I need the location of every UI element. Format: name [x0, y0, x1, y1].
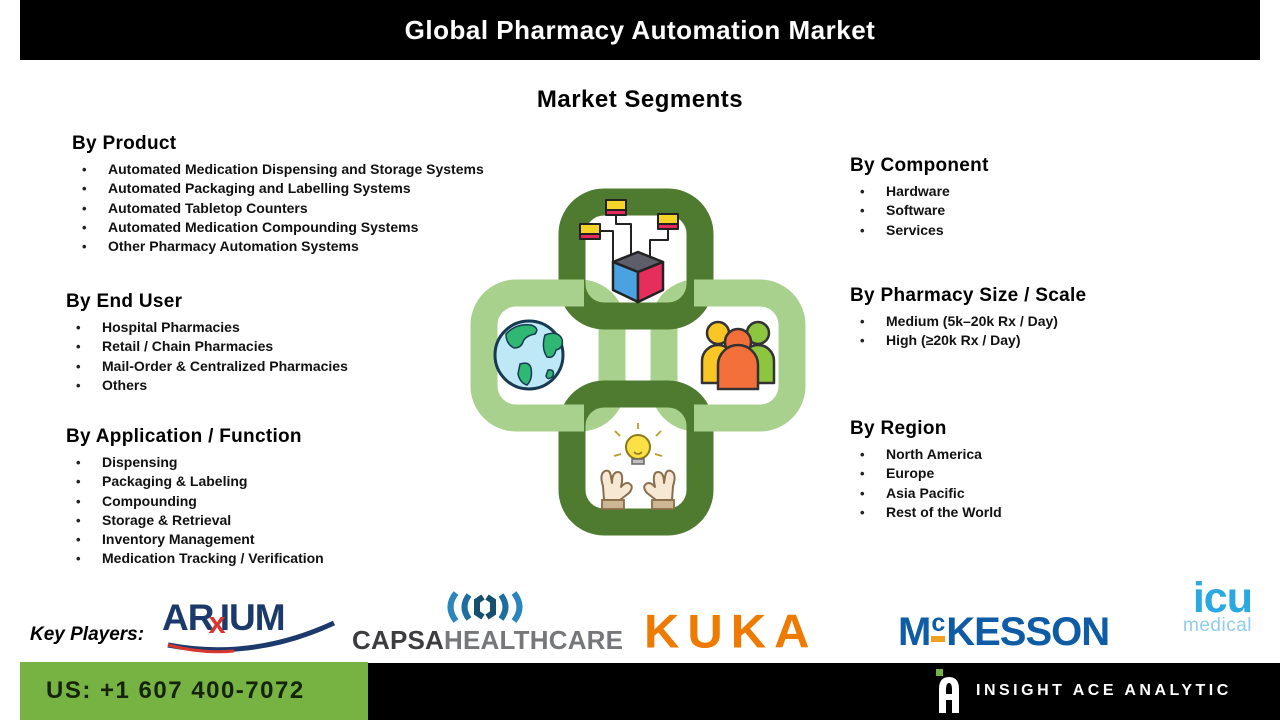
segment-list: Hospital Pharmacies Retail / Chain Pharm…: [66, 318, 348, 395]
segment-list: North America Europe Asia Pacific Rest o…: [850, 445, 1002, 522]
mckesson-logo: M c KESSON: [898, 610, 1110, 654]
arxium-text-x: x: [208, 605, 225, 640]
segment-heading: By Product: [72, 133, 177, 154]
segment-item: Inventory Management: [66, 530, 324, 550]
phone-number: US: +1 607 400-7072: [46, 677, 305, 704]
chain-link-bottom: [558, 380, 714, 536]
arxium-text-ar: AR: [162, 597, 214, 638]
segment-item: Compounding: [66, 492, 324, 512]
segment-list: Medium (5k–20k Rx / Day) High (≥20k Rx /…: [850, 312, 1086, 351]
segment-item: Others: [66, 376, 348, 396]
segment-heading: By Region: [850, 418, 947, 439]
segment-item: Automated Tabletop Counters: [72, 199, 484, 219]
mckesson-c: c: [931, 611, 946, 642]
segment-item: High (≥20k Rx / Day): [850, 331, 1086, 351]
segment-by-end-user: By End User Hospital Pharmacies Retail /…: [66, 291, 348, 395]
mckesson-m: M: [898, 610, 931, 654]
segment-item: Dispensing: [66, 453, 324, 473]
capsa-brackets-icon: [447, 591, 523, 623]
page-title: Global Pharmacy Automation Market: [404, 14, 876, 45]
segment-heading: By Application / Function: [66, 426, 302, 447]
segment-by-application: By Application / Function Dispensing Pac…: [66, 426, 324, 569]
segment-item: Asia Pacific: [850, 484, 1002, 504]
chain-link-top: [558, 188, 714, 330]
segment-by-component: By Component Hardware Software Services: [850, 155, 989, 240]
segment-item: Automated Packaging and Labelling System…: [72, 179, 484, 199]
segment-item: Europe: [850, 464, 1002, 484]
segment-list: Hardware Software Services: [850, 182, 989, 240]
segment-by-pharmacy-size: By Pharmacy Size / Scale Medium (5k–20k …: [850, 285, 1086, 351]
header-bar: Global Pharmacy Automation Market: [20, 0, 1260, 60]
subtitle: Market Segments: [536, 86, 744, 113]
product-network-icon: [579, 199, 679, 304]
segment-by-region: By Region North America Europe Asia Paci…: [850, 418, 1002, 522]
segment-item: Hardware: [850, 182, 989, 202]
segment-heading: By End User: [66, 291, 183, 312]
key-players-label: Key Players:: [30, 624, 145, 645]
chain-link-left: [470, 279, 626, 432]
chain-links-graphic: [470, 188, 806, 536]
phone-banner: US: +1 607 400-7072: [20, 662, 368, 720]
segment-item: Software: [850, 201, 989, 221]
kuka-logo: KUKA: [644, 606, 818, 658]
segment-item: Automated Medication Compounding Systems: [72, 218, 484, 238]
idea-hands-icon: [600, 423, 676, 510]
medical-text: medical: [1183, 615, 1252, 636]
brand-name: INSIGHT ACE ANALYTIC: [976, 682, 1232, 699]
icu-medical-logo: icu medical: [1170, 574, 1253, 636]
segment-heading: By Component: [850, 155, 989, 176]
segment-list: Dispensing Packaging & Labeling Compound…: [66, 453, 324, 569]
mckesson-kesson: KESSON: [946, 610, 1110, 654]
segment-item: Retail / Chain Pharmacies: [66, 337, 348, 357]
icu-text: icu: [1192, 574, 1253, 622]
healthcare-text: HEALTHCARE: [444, 625, 624, 655]
brand-block: INSIGHT ACE ANALYTIC: [935, 668, 1232, 714]
segment-list: Automated Medication Dispensing and Stor…: [72, 160, 484, 257]
segment-by-product: By Product Automated Medication Dispensi…: [72, 133, 484, 257]
segment-item: Packaging & Labeling: [66, 472, 324, 492]
people-group-icon: [700, 320, 776, 391]
segment-item: Medication Tracking / Verification: [66, 549, 324, 569]
segment-item: Other Pharmacy Automation Systems: [72, 237, 484, 257]
segment-heading: By Pharmacy Size / Scale: [850, 285, 1087, 306]
globe-icon: [493, 319, 565, 391]
segment-item: Rest of the World: [850, 503, 1002, 523]
segment-item: Medium (5k–20k Rx / Day): [850, 312, 1086, 332]
chain-link-right: [650, 279, 806, 432]
insight-ace-logo-icon: [936, 669, 959, 713]
segment-item: Hospital Pharmacies: [66, 318, 348, 338]
segment-item: Mail-Order & Centralized Pharmacies: [66, 357, 348, 377]
capsa-text: CAPSA: [352, 625, 445, 655]
arxium-swoosh-icon: [167, 620, 336, 654]
footer-bar: [368, 663, 1280, 720]
segment-item: Automated Medication Dispensing and Stor…: [72, 160, 484, 180]
segment-item: Storage & Retrieval: [66, 511, 324, 531]
arxium-text-ium: IUM: [219, 597, 286, 638]
capsa-healthcare-logo: CAPSAHEALTHCARE: [352, 590, 623, 656]
segment-item: North America: [850, 445, 1002, 465]
segment-item: Services: [850, 221, 989, 241]
